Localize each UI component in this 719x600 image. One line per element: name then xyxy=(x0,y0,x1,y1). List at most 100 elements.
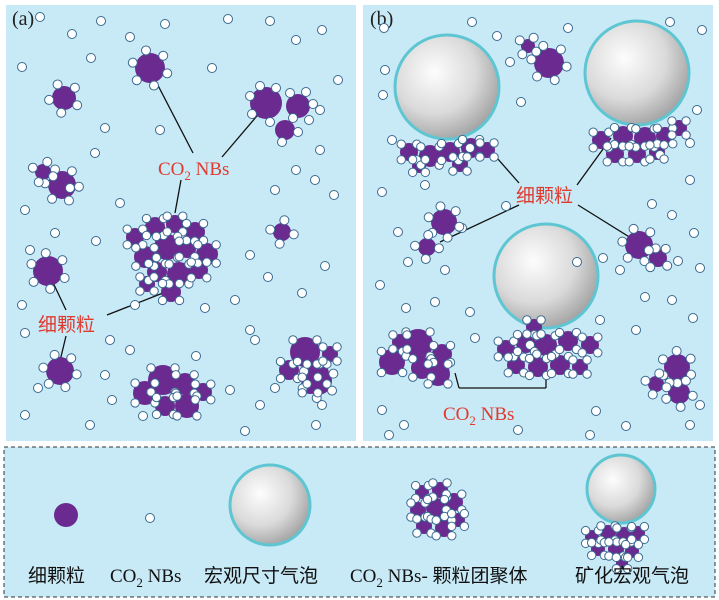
co2-nanobubble xyxy=(69,82,80,93)
co2-nanobubble xyxy=(171,370,181,380)
co2-nanobubble xyxy=(582,355,592,365)
co2-nanobubble xyxy=(538,40,549,51)
co2-nanobubble xyxy=(271,83,281,93)
co2-nanobubble xyxy=(143,258,154,269)
co2-nanobubble xyxy=(44,94,55,105)
co2-nanobubble xyxy=(297,388,307,398)
co2-nanobubble xyxy=(423,212,434,223)
co2-nanobubble xyxy=(245,250,255,260)
co2-nanobubble xyxy=(164,259,174,269)
co2-nanobubble xyxy=(586,537,597,548)
co2-nanobubble xyxy=(149,272,159,282)
co2-nanobubble xyxy=(439,494,450,505)
co2-nanobubble xyxy=(315,145,325,155)
panel-a-fine-particle-label: 细颗粒 xyxy=(38,314,95,336)
co2-nanobubble xyxy=(524,370,535,381)
co2-nanobubble xyxy=(91,236,101,246)
co2-nanobubble xyxy=(135,272,145,282)
co2-nanobubble xyxy=(105,335,115,345)
co2-nanobubble xyxy=(467,17,477,27)
co2-nanobubble xyxy=(66,166,77,177)
co2-nanobubble xyxy=(611,552,622,563)
co2-nanobubble xyxy=(25,245,35,255)
co2-nanobubble xyxy=(661,393,672,404)
legend-mineralized-bubble-text: 矿化宏观气泡 xyxy=(575,565,689,587)
co2-nanobubble xyxy=(624,157,634,167)
co2-nanobubble xyxy=(157,295,168,306)
co2-nanobubble xyxy=(645,227,656,238)
co2-nanobubble xyxy=(186,257,196,267)
co2-nanobubble xyxy=(568,369,578,379)
co2-nanobubble xyxy=(667,210,677,220)
co2-nanobubble xyxy=(489,138,499,148)
co2-nanobubble xyxy=(146,387,156,397)
co2-nanobubble xyxy=(588,127,598,137)
co2-nanobubble xyxy=(412,514,422,524)
co2-nanobubble xyxy=(328,368,339,379)
co2-nanobubble xyxy=(604,537,614,547)
fine-particle xyxy=(275,120,295,140)
co2-nanobubble xyxy=(332,356,342,366)
co2-nanobubble xyxy=(643,245,654,256)
macro-bubble xyxy=(585,453,657,525)
co2-nanobubble xyxy=(430,297,440,307)
co2-nanobubble xyxy=(443,379,453,389)
co2-nanobubble xyxy=(595,315,605,325)
co2-nanobubble xyxy=(230,295,240,305)
co2-nanobubble xyxy=(56,107,67,118)
legend-fine-particle-text: 细颗粒 xyxy=(28,565,85,587)
co2-nanobubble xyxy=(275,373,286,384)
co2-nanobubble xyxy=(377,187,387,197)
co2-nanobubble xyxy=(160,19,170,29)
co2-nanobubble xyxy=(130,378,140,388)
co2-nanobubble xyxy=(288,113,298,123)
co2-nanobubble xyxy=(602,157,612,167)
co2-nanobubble xyxy=(425,327,435,337)
co2-nanobubble xyxy=(420,180,430,190)
panel-a-co2-nbs-label: CO2 NBs xyxy=(158,159,229,183)
co2-nanobubble xyxy=(318,356,328,366)
co2-nanobubble xyxy=(661,382,672,393)
co2-nanobubble xyxy=(151,392,162,403)
macro-bubble xyxy=(228,463,312,547)
co2-nanobubble xyxy=(245,325,255,335)
fine-particle xyxy=(46,357,74,385)
co2-nanobubble xyxy=(431,515,441,525)
co2-nanobubble xyxy=(513,425,523,435)
co2-nanobubble xyxy=(141,45,152,56)
co2-nanobubble xyxy=(255,400,265,410)
co2-nanobubble xyxy=(332,342,342,352)
co2-nanobubble xyxy=(624,141,634,151)
co2-nanobubble xyxy=(532,349,542,359)
co2-nanobubble xyxy=(489,152,499,162)
co2-nanobubble xyxy=(681,116,691,126)
co2-nanobubble xyxy=(685,420,695,430)
co2-nanobubble xyxy=(193,240,203,250)
co2-nanobubble xyxy=(446,508,457,519)
co2-nanobubble xyxy=(308,99,318,109)
co2-nanobubble xyxy=(673,256,683,266)
co2-nanobubble xyxy=(47,193,58,204)
co2-nanobubble xyxy=(148,80,159,91)
co2-nanobubble xyxy=(17,300,27,310)
co2-nanobubble xyxy=(388,344,398,354)
co2-nanobubble xyxy=(293,127,303,137)
co2-nanobubble xyxy=(60,382,71,393)
panel-a-leader-lines xyxy=(47,69,263,366)
co2-nanobubble xyxy=(622,552,633,563)
co2-nanobubble xyxy=(63,195,74,206)
co2-nanobubble xyxy=(141,213,152,224)
co2-nanobubble xyxy=(695,263,705,273)
co2-nanobubble xyxy=(412,528,422,538)
co2-nanobubble xyxy=(465,143,475,153)
co2-nanobubble xyxy=(376,346,387,357)
co2-nanobubble xyxy=(73,181,84,192)
co2-nanobubble xyxy=(151,409,162,420)
co2-nanobubble xyxy=(667,116,677,126)
co2-nanobubble xyxy=(115,198,125,208)
co2-nanobubble xyxy=(378,90,388,100)
co2-nanobubble xyxy=(57,255,68,266)
co2-nanobubble xyxy=(505,57,515,67)
co2-nanobubble xyxy=(33,383,43,393)
co2-nanobubble xyxy=(435,201,446,212)
